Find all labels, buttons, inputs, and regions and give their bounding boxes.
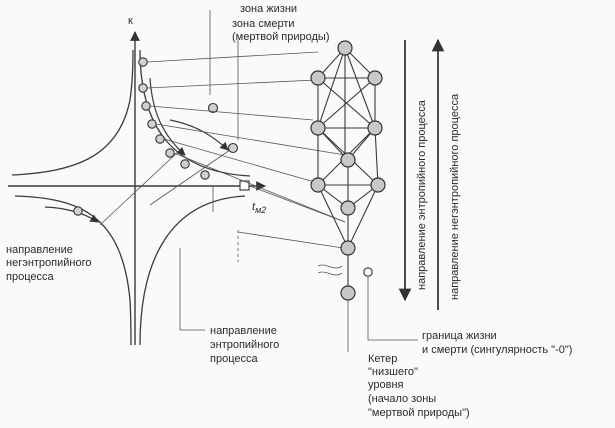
tree-of-life xyxy=(310,40,386,256)
keter-label-2: "низшего" xyxy=(368,366,418,378)
connector-6 xyxy=(173,152,346,223)
sefira-keter xyxy=(337,40,353,56)
hyperbola-lower-left xyxy=(14,195,132,346)
k-axis-label: к xyxy=(128,15,133,27)
sefira-binah xyxy=(310,70,326,86)
zone-life-label: зона жизни xyxy=(240,3,297,15)
boundary-label-2: и смерти (сингулярность "-0") xyxy=(422,344,572,356)
leader-entropy-label xyxy=(179,248,205,331)
sefira-netzach xyxy=(370,177,386,193)
curve-point-6 xyxy=(165,148,175,158)
sefira-yesod xyxy=(340,200,356,216)
sefira-chokhmah xyxy=(367,70,383,86)
diagonal-line-2 xyxy=(149,149,231,206)
connector-2 xyxy=(146,79,317,89)
zone-life-marker xyxy=(207,102,219,114)
connector-8 xyxy=(237,231,344,249)
connector-1 xyxy=(146,51,319,63)
vertical-entropy-label: направление энтропийного процесса xyxy=(416,99,428,290)
curve-point-7 xyxy=(180,159,190,169)
negentropy-arrow-left xyxy=(44,206,99,223)
t-axis-label: tм2 xyxy=(252,201,266,215)
left-lower-point xyxy=(73,206,83,216)
boundary-marker xyxy=(363,267,373,277)
connector-5 xyxy=(163,138,319,184)
diagonal-line-1 xyxy=(99,149,181,226)
connector-3 xyxy=(149,105,314,121)
lower-keter xyxy=(340,285,356,301)
keter-label-5: "мертвой природы") xyxy=(368,407,470,419)
entropy-dir-label-3: процесса xyxy=(210,353,258,365)
negentropy-dir-label-1: направление xyxy=(6,244,73,256)
curve-point-8 xyxy=(200,170,210,180)
zone-death-marker xyxy=(227,142,239,154)
entropy-arrow-down xyxy=(149,77,186,156)
curve-point-2 xyxy=(138,83,148,93)
hyperbola-upper-left xyxy=(11,49,134,176)
negentropy-dir-label-3: процесса xyxy=(6,271,54,283)
entropy-dir-label-1: направление xyxy=(210,325,277,337)
vertical-negentropy-label: направление негэнтропийного процесса xyxy=(449,93,461,300)
hyperbola-upper-right xyxy=(139,49,251,177)
hyperbola-lower-right xyxy=(139,195,246,346)
leader-boundary xyxy=(367,277,418,341)
keter-label-1: Кетер xyxy=(368,353,397,365)
keter-label-3: уровня xyxy=(368,379,404,391)
curve-point-4 xyxy=(147,119,157,129)
break-mark xyxy=(317,264,343,276)
entropy-arrow-right xyxy=(169,119,229,151)
sefira-tiferet xyxy=(340,152,356,168)
entropy-dir-label-2: энтропийного xyxy=(210,339,279,351)
connector-4 xyxy=(155,123,346,156)
zone-death-label-1: зона смерти xyxy=(232,18,295,30)
sefira-gevurah xyxy=(310,120,326,136)
sefira-chesed xyxy=(367,120,383,136)
curve-point-3 xyxy=(141,101,151,111)
sefira-malkhut xyxy=(340,240,356,256)
zone-death-label-2: (мертвой природы) xyxy=(232,31,330,43)
negentropy-dir-label-2: негэнтропийного xyxy=(6,257,92,269)
boundary-label-1: граница жизни xyxy=(422,330,497,342)
t-endpoint-marker xyxy=(239,180,250,191)
curve-point-1 xyxy=(138,57,148,67)
curve-point-5 xyxy=(155,134,165,144)
keter-label-4: (начало зоны xyxy=(368,393,436,405)
connector-7 xyxy=(249,185,346,223)
sefira-hod xyxy=(310,177,326,193)
